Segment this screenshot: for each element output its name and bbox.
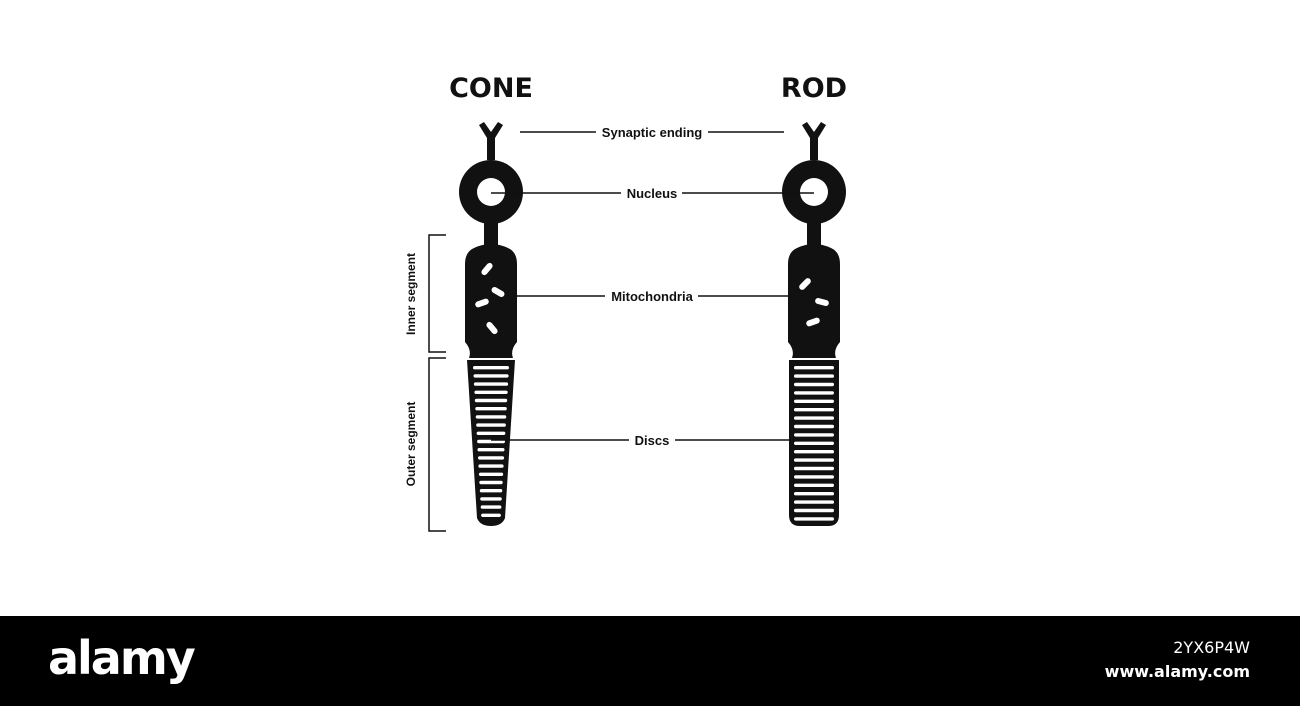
disc <box>477 432 506 435</box>
disc <box>478 456 504 459</box>
disc <box>481 505 502 508</box>
disc <box>794 475 834 478</box>
disc <box>794 450 834 453</box>
disc <box>794 374 834 377</box>
disc <box>794 492 834 495</box>
label-outer-segment: Outer segment <box>404 402 418 487</box>
disc <box>794 391 834 394</box>
label-synaptic-ending: Synaptic ending <box>602 125 702 140</box>
disc <box>794 366 834 369</box>
rod-inner-segment <box>788 244 840 358</box>
disc <box>478 448 505 451</box>
disc <box>479 481 502 484</box>
photoreceptor-diagram: CONE ROD <box>0 0 1300 616</box>
disc <box>474 391 507 394</box>
disc <box>794 484 834 487</box>
disc <box>794 425 834 428</box>
cone-title: CONE <box>449 73 533 104</box>
brand-logo: alamy <box>48 628 194 688</box>
disc <box>473 366 509 369</box>
cone-synaptic-ending <box>479 122 503 160</box>
disc <box>794 500 834 503</box>
rod-synaptic-ending <box>802 122 826 160</box>
disc <box>794 400 834 403</box>
disc <box>794 509 834 512</box>
bracket-lines <box>429 235 446 531</box>
disc <box>794 408 834 411</box>
disc <box>794 467 834 470</box>
label-mitochondria: Mitochondria <box>611 289 693 304</box>
rod-cell-body <box>782 160 846 224</box>
label-inner-segment: Inner segment <box>404 253 418 335</box>
outer-segment-bracket <box>429 358 446 531</box>
callout-lines <box>491 132 814 440</box>
footer-bar: alamy 2YX6P4W www.alamy.com <box>0 616 1300 706</box>
disc <box>476 415 507 418</box>
disc <box>474 382 508 385</box>
disc <box>476 423 506 426</box>
label-discs: Discs <box>635 433 670 448</box>
disc <box>794 442 834 445</box>
inner-segment-bracket <box>429 235 446 352</box>
disc <box>478 464 503 467</box>
rod-title: ROD <box>781 73 847 104</box>
site-url: www.alamy.com <box>1105 662 1250 681</box>
disc <box>480 489 503 492</box>
disc <box>794 517 834 520</box>
disc <box>794 458 834 461</box>
cone-cell-body <box>459 160 523 224</box>
label-nucleus: Nucleus <box>627 186 678 201</box>
disc <box>480 497 502 500</box>
cone-inner-segment <box>465 244 517 358</box>
disc <box>481 514 501 517</box>
image-id: 2YX6P4W <box>1173 638 1250 657</box>
disc <box>794 416 834 419</box>
disc <box>794 433 834 436</box>
disc <box>794 383 834 386</box>
disc <box>474 374 509 377</box>
disc <box>475 407 507 410</box>
disc <box>479 473 503 476</box>
disc <box>475 399 507 402</box>
